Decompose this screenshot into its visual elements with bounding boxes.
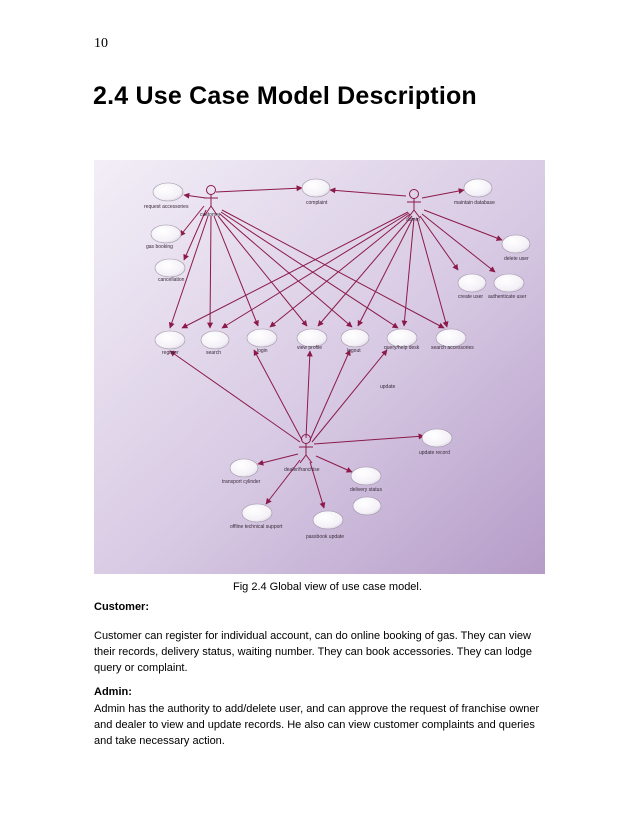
diagram-background: [94, 160, 545, 574]
label-delivery-status: delivery status: [350, 487, 382, 493]
actor-admin: [407, 189, 421, 219]
assoc-admin-register: [181, 211, 409, 329]
assoc-dealer-passbook-update: [309, 461, 326, 509]
actor-admin-label: admin: [406, 217, 420, 223]
assoc-dealer-update: [311, 349, 388, 443]
usecase-complaint: [301, 178, 331, 198]
assoc-admin-search: [221, 212, 410, 329]
label-query-help-desk: query/help desk: [384, 345, 420, 351]
label-cancellation: cancellation: [158, 277, 185, 283]
assoc-customer-request-accessories: [183, 192, 207, 199]
label-transport-cylinder: transport cylinder: [222, 479, 261, 485]
usecase-passbook-update: [312, 510, 344, 530]
usecase-delete-user: [501, 234, 531, 254]
assoc-customer-complaint: [215, 185, 303, 193]
label-delete-user: delete user: [504, 256, 529, 262]
assoc-admin-query-help-desk: [401, 217, 415, 327]
assoc-customer-login: [213, 215, 259, 327]
usecase-create-user: [457, 273, 487, 293]
usecase-search: [200, 330, 230, 350]
usecase-logout: [340, 328, 370, 348]
usecase-authenticate-user: [493, 273, 525, 293]
label-logout: logout: [347, 348, 361, 354]
assoc-dealer-update-record: [313, 433, 425, 445]
assoc-dealer-login: [253, 349, 303, 441]
assoc-customer-cancellation: [183, 209, 207, 261]
customer-paragraph: Customer can register for individual acc…: [94, 630, 532, 674]
label-maintain-database: maintain database: [454, 200, 495, 206]
assoc-customer-register: [168, 215, 209, 329]
label-search: search: [206, 350, 221, 356]
assoc-customer-search-accessories: [221, 209, 445, 329]
label-offline-technical-support: offline technical support: [230, 524, 283, 530]
usecase-view-profile: [296, 328, 328, 348]
usecase-request-accessories: [152, 182, 184, 202]
assoc-dealer-view-profile: [305, 350, 313, 439]
usecase-maintain-database: [463, 178, 493, 198]
assoc-customer-logout: [219, 213, 353, 328]
actor-customer-label: customer: [200, 212, 221, 218]
assoc-customer-query-help-desk: [220, 211, 399, 329]
assoc-dealer-offline-technical-support: [265, 459, 301, 505]
assoc-admin-search-accessories: [416, 217, 449, 328]
label-create-user: create user: [458, 294, 483, 300]
usecase-delivery-status: [350, 466, 382, 486]
label-update-record: update record: [419, 450, 450, 456]
usecase-offline-technical-support: [241, 503, 273, 523]
section-title: 2.4 Use Case Model Description: [93, 82, 477, 110]
assoc-admin-view-profile: [317, 215, 413, 327]
customer-heading: Customer:: [94, 601, 150, 613]
assoc-admin-authenticate-user: [421, 213, 496, 273]
admin-paragraph: Admin has the authority to add/delete us…: [94, 703, 540, 747]
use-case-diagram: customer admin dealer/franchise: [94, 160, 545, 574]
assoc-admin-logout: [357, 217, 414, 327]
assoc-admin-maintain-database: [421, 188, 465, 199]
assoc-dealer-register: [169, 350, 301, 443]
usecase-register: [154, 330, 186, 350]
label-search-accessories: search accessories: [431, 345, 474, 351]
usecase-query-help-desk: [386, 328, 418, 348]
usecase-transport-cylinder: [229, 458, 259, 478]
actor-dealer-label: dealer/franchise: [284, 467, 320, 473]
assoc-customer-gas-booking: [179, 205, 205, 237]
figure-caption: Fig 2.4 Global view of use case model.: [233, 581, 422, 593]
label-update: update: [380, 384, 396, 390]
assoc-dealer-logout: [309, 349, 351, 441]
assoc-dealer-delivery-status: [315, 455, 353, 473]
label-passbook-update: passbook update: [306, 534, 344, 540]
assoc-customer-view-profile: [217, 215, 308, 327]
assoc-admin-complaint: [329, 187, 407, 197]
label-register: register: [162, 350, 179, 356]
assoc-admin-delete-user: [423, 209, 503, 241]
usecase-cancellation: [154, 258, 186, 278]
usecase-login: [246, 328, 278, 348]
usecase-delivery-status-lower: [352, 496, 382, 516]
admin-heading: Admin:: [94, 686, 132, 698]
usecase-gas-booking: [150, 224, 182, 244]
label-view-profile: view profile: [297, 345, 322, 351]
page-number: 10: [94, 36, 108, 51]
assoc-customer-search: [207, 215, 214, 329]
label-gas-booking: gas booking: [146, 244, 173, 250]
actor-customer: [204, 185, 218, 216]
assoc-admin-login: [269, 213, 411, 328]
label-complaint: complaint: [306, 200, 328, 206]
associations: [168, 185, 503, 509]
actor-dealer-franchise: [299, 434, 313, 464]
assoc-admin-create-user: [419, 215, 459, 271]
label-authenticate-user: authenticate user: [488, 294, 527, 300]
usecase-update-record: [421, 428, 453, 448]
usecase-search-accessories: [435, 328, 467, 348]
assoc-dealer-transport-cylinder: [257, 453, 299, 466]
label-request-accessories: request accessories: [144, 204, 189, 210]
label-login: login: [257, 348, 268, 354]
